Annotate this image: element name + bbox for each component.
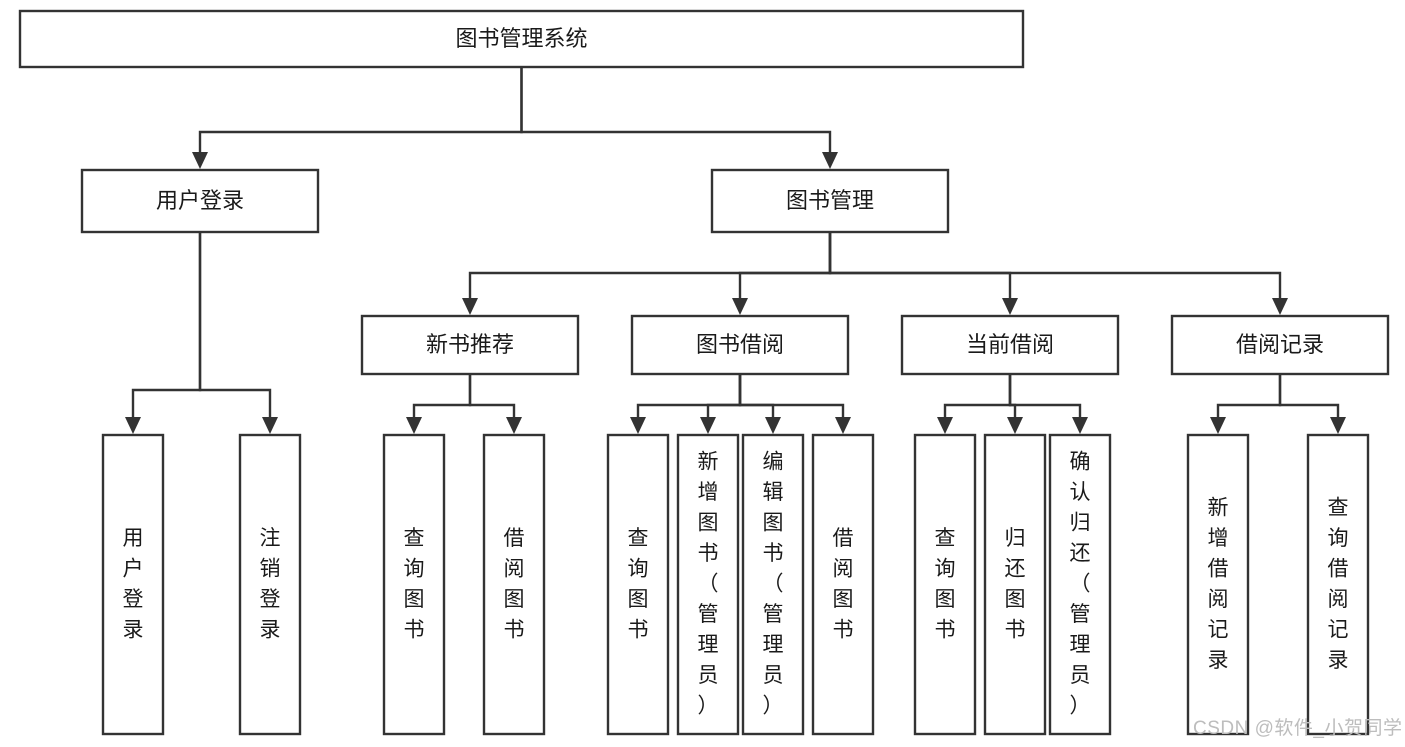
node-box[interactable] (360, 314, 580, 376)
connector-book-borrow-to-leaf-borrow-book-2 (738, 374, 851, 434)
arrow-head-icon (262, 417, 278, 434)
node-box[interactable] (482, 433, 546, 736)
node-layer: 图书管理系统用户登录图书管理新书推荐图书借阅当前借阅借阅记录用户登录注销登录查询… (18, 9, 1390, 736)
node-label: 新增图书（管理员） (698, 450, 719, 717)
node-new-book-rec[interactable]: 新书推荐 (360, 314, 580, 376)
node-box[interactable] (80, 168, 320, 234)
arrow-head-icon (506, 417, 522, 434)
arrow-head-icon (1272, 298, 1288, 315)
node-box[interactable] (710, 168, 950, 234)
connector-current-borrow-to-leaf-query-book-3 (937, 374, 1012, 434)
node-leaf-confirm-return[interactable]: 确认归还（管理员） (1048, 433, 1112, 736)
arrow-head-icon (1072, 417, 1088, 434)
node-box[interactable] (101, 433, 165, 736)
arrow-head-icon (937, 417, 953, 434)
node-label: 新增借阅记录 (1208, 496, 1229, 672)
node-leaf-return-book[interactable]: 归还图书 (983, 433, 1047, 736)
node-borrow-record[interactable]: 借阅记录 (1170, 314, 1390, 376)
arrow-head-icon (765, 417, 781, 434)
arrow-head-icon (732, 298, 748, 315)
node-box[interactable] (238, 433, 302, 736)
node-box[interactable] (630, 314, 850, 376)
node-label: 查询借阅记录 (1328, 496, 1349, 672)
node-box[interactable] (1306, 433, 1370, 736)
connector-user-login-to-leaf-logout (198, 232, 278, 434)
node-label: 编辑图书（管理员） (763, 450, 784, 717)
node-leaf-query-record[interactable]: 查询借阅记录 (1306, 433, 1370, 736)
node-box[interactable] (1170, 314, 1390, 376)
node-label: 借阅图书 (504, 526, 525, 641)
node-box[interactable] (1048, 433, 1112, 736)
arrow-head-icon (192, 152, 208, 169)
arrow-head-icon (462, 298, 478, 315)
node-leaf-add-book[interactable]: 新增图书（管理员） (676, 433, 740, 736)
connector-root-to-user-login (192, 67, 523, 169)
arrow-head-icon (406, 417, 422, 434)
arrow-head-icon (1210, 417, 1226, 434)
node-label: 查询图书 (404, 526, 425, 641)
node-label: 当前借阅 (966, 332, 1054, 357)
node-box[interactable] (900, 314, 1120, 376)
node-leaf-add-record[interactable]: 新增借阅记录 (1186, 433, 1250, 736)
connector-layer (125, 67, 1346, 434)
node-current-borrow[interactable]: 当前借阅 (900, 314, 1120, 376)
node-book-borrow[interactable]: 图书借阅 (630, 314, 850, 376)
connector-new-book-rec-to-leaf-query-book-1 (406, 374, 472, 434)
connector-new-book-rec-to-leaf-borrow-book-1 (468, 374, 522, 434)
node-user-login[interactable]: 用户登录 (80, 168, 320, 234)
connector-root-to-book-manage (520, 67, 838, 169)
node-box[interactable] (676, 433, 740, 736)
node-label: 用户登录 (156, 188, 244, 213)
arrow-head-icon (1002, 298, 1018, 315)
connector-user-login-to-leaf-user-login (125, 232, 202, 434)
node-label: 新书推荐 (426, 332, 514, 357)
arrow-head-icon (700, 417, 716, 434)
arrow-head-icon (835, 417, 851, 434)
arrow-head-icon (125, 417, 141, 434)
node-box[interactable] (913, 433, 977, 736)
node-box[interactable] (983, 433, 1047, 736)
arrow-head-icon (822, 152, 838, 169)
node-label: 图书管理系统 (455, 26, 587, 51)
node-label: 借阅记录 (1236, 332, 1324, 357)
node-leaf-query-book-2[interactable]: 查询图书 (606, 433, 670, 736)
node-label: 借阅图书 (833, 526, 854, 641)
node-box[interactable] (18, 9, 1025, 69)
node-root[interactable]: 图书管理系统 (18, 9, 1025, 69)
node-label: 图书借阅 (696, 332, 784, 357)
node-leaf-query-book-1[interactable]: 查询图书 (382, 433, 446, 736)
connector-book-manage-to-book-borrow (732, 232, 832, 315)
node-book-manage[interactable]: 图书管理 (710, 168, 950, 234)
connector-borrow-record-to-leaf-query-record (1278, 374, 1346, 434)
node-label: 归还图书 (1005, 526, 1026, 641)
arrow-head-icon (630, 417, 646, 434)
node-leaf-borrow-book-1[interactable]: 借阅图书 (482, 433, 546, 736)
connector-borrow-record-to-leaf-add-record (1210, 374, 1282, 434)
node-leaf-borrow-book-2[interactable]: 借阅图书 (811, 433, 875, 736)
node-box[interactable] (606, 433, 670, 736)
node-label: 图书管理 (786, 188, 874, 213)
node-box[interactable] (811, 433, 875, 736)
node-label: 查询图书 (935, 526, 956, 641)
node-label: 查询图书 (628, 526, 649, 641)
node-label: 用户登录 (123, 526, 144, 641)
node-label: 确认归还（管理员） (1070, 450, 1091, 717)
node-leaf-user-login[interactable]: 用户登录 (101, 433, 165, 736)
connector-book-manage-to-borrow-record (828, 232, 1288, 315)
arrow-head-icon (1007, 417, 1023, 434)
node-box[interactable] (382, 433, 446, 736)
node-leaf-edit-book[interactable]: 编辑图书（管理员） (741, 433, 805, 736)
arrow-head-icon (1330, 417, 1346, 434)
connector-current-borrow-to-leaf-confirm-return (1008, 374, 1088, 434)
node-leaf-logout[interactable]: 注销登录 (238, 433, 302, 736)
node-leaf-query-book-3[interactable]: 查询图书 (913, 433, 977, 736)
node-box[interactable] (1186, 433, 1250, 736)
node-box[interactable] (741, 433, 805, 736)
node-label: 注销登录 (260, 526, 281, 641)
